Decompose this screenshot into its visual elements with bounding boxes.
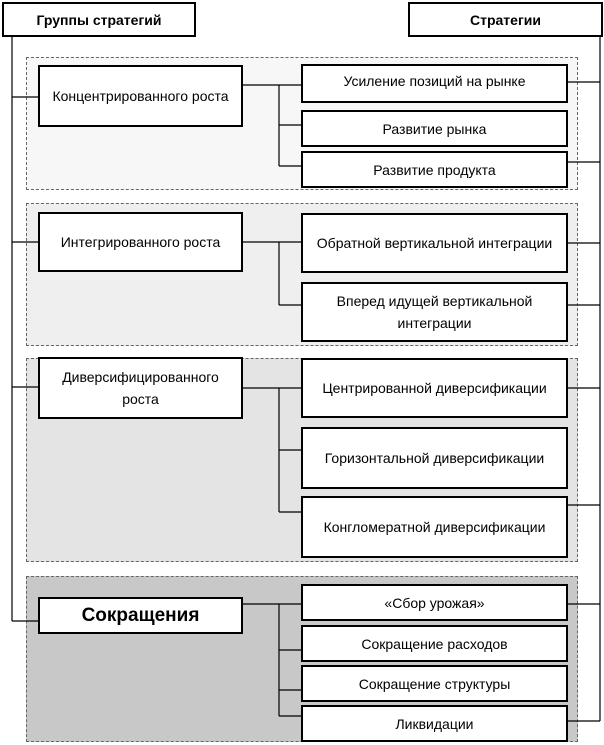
strategy-box-cost-reduction: Сокращение расходов	[301, 625, 568, 662]
strategy-box-market-position: Усиление позиций на рынке	[301, 64, 568, 103]
strategy-box-backward-integration: Обратной вертикальной интеграции	[301, 213, 568, 273]
strategy-box-structure-reduction: Сокращение структуры	[301, 665, 568, 702]
strategy-box-conglomerate-diversification: Конгломератной диверсификации	[301, 496, 568, 558]
group-box-reduction: Сокращения	[38, 597, 243, 634]
strategy-label: Усиление позиций на рынке	[343, 73, 526, 89]
group-box-diversified-growth: Диверсифицированного роста	[38, 357, 243, 419]
header-strategies: Стратегии	[408, 2, 603, 37]
strategy-box-product-development: Развитие продукта	[301, 151, 568, 188]
strategy-box-harvest: «Сбор урожая»	[301, 584, 568, 621]
strategy-box-horizontal-diversification: Горизонтальной диверсификации	[301, 427, 568, 489]
strategy-box-market-development: Развитие рынка	[301, 110, 568, 147]
strategy-box-forward-integration: Вперед идущей вертикальной интеграции	[301, 282, 568, 342]
header-strategy-groups: Группы стратегий	[2, 2, 196, 37]
group-box-integrated-growth: Интегрированного роста	[38, 212, 243, 272]
strategy-box-liquidation: Ликвидации	[301, 705, 568, 742]
group-box-concentrated-growth: Концентрированного роста	[38, 65, 243, 127]
strategy-box-concentric-diversification: Центрированной диверсификации	[301, 358, 568, 418]
